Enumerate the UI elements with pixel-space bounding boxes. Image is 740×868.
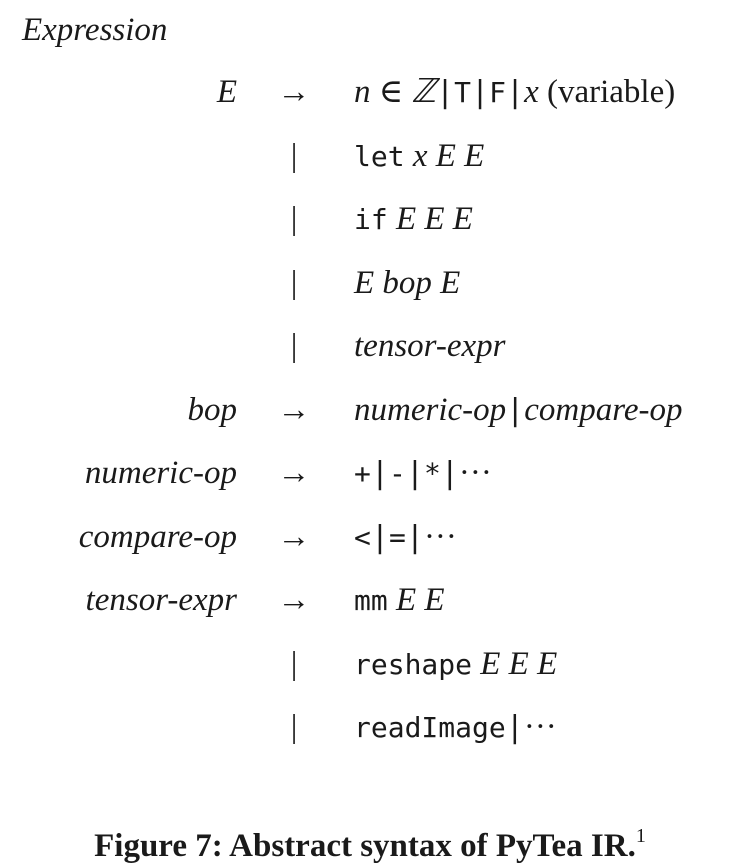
- rhs-token: mm: [354, 584, 388, 617]
- rule-symbol: |: [290, 201, 298, 237]
- rule-rhs: tensor-expr: [354, 322, 505, 370]
- alternative-separator: |: [374, 519, 385, 555]
- grammar-rule: E→n ∈ ℤ|T|F|x (variable): [0, 68, 740, 132]
- alternative-separator: |: [474, 75, 486, 110]
- rule-symbol: →: [277, 455, 311, 491]
- rhs-token: reshape: [354, 647, 473, 681]
- rule-rhs: numeric-op|compare-op: [354, 386, 682, 435]
- footnote-mark: 1: [635, 825, 646, 847]
- rhs-token: compare-op: [524, 391, 683, 428]
- alternative-separator: |: [374, 456, 385, 491]
- caption-text: Figure 7: Abstract syntax of PyTea IR.: [94, 828, 636, 864]
- rule-rhs: E bop E: [354, 259, 460, 307]
- alternative-separator: |: [409, 456, 420, 491]
- rhs-token: let: [354, 139, 405, 173]
- rhs-token: numeric-op: [354, 391, 507, 428]
- rule-symbol: →: [277, 391, 311, 428]
- rhs-token: <: [354, 520, 371, 554]
- grammar-rule: | reshape E E E: [0, 640, 740, 704]
- rule-symbol: →: [277, 518, 311, 555]
- grammar-table: E→n ∈ ℤ|T|F|x (variable)|let x E E|if E …: [0, 68, 740, 767]
- rule-lhs: bop: [187, 391, 238, 428]
- rhs-token: E E E: [472, 645, 558, 682]
- grammar-rule: tensor-expr → mm E E: [0, 576, 740, 640]
- rhs-token: x E E: [404, 137, 485, 174]
- rhs-token: readImage: [354, 711, 506, 744]
- rhs-token: *: [423, 457, 441, 490]
- rule-lhs: E: [216, 74, 237, 110]
- rule-symbol: →: [277, 582, 311, 618]
- alternative-separator: |: [440, 75, 451, 110]
- figure-caption: Figure 7: Abstract syntax of PyTea IR.1: [0, 814, 740, 868]
- rule-symbol: |: [290, 264, 298, 301]
- grammar-rule: | let x E E: [0, 132, 740, 196]
- rhs-token: n ∈ ℤ: [354, 74, 437, 110]
- rhs-token: ···: [523, 709, 557, 745]
- rule-rhs: n ∈ ℤ|T|F|x (variable): [354, 68, 675, 117]
- grammar-rule: | E bop E: [0, 259, 740, 323]
- rule-symbol: |: [290, 137, 298, 174]
- rule-rhs: <|=|···: [354, 513, 457, 562]
- alternative-separator: |: [509, 75, 521, 110]
- grammar-rule: compare-op→<|=|···: [0, 513, 740, 577]
- rule-rhs: let x E E: [354, 132, 484, 181]
- rhs-token: =: [388, 520, 406, 554]
- rhs-token: E E E: [387, 201, 473, 237]
- alternative-separator: |: [509, 710, 520, 745]
- grammar-rule: | if E E E: [0, 195, 740, 259]
- rule-symbol: |: [290, 328, 298, 364]
- rule-rhs: readImage|···: [354, 703, 557, 752]
- grammar-rule: bop → numeric-op|compare-op: [0, 386, 740, 450]
- rule-rhs: mm E E: [354, 576, 445, 625]
- rhs-token: ···: [423, 518, 457, 555]
- rhs-token: T: [454, 76, 471, 109]
- rule-lhs: compare-op: [78, 518, 237, 555]
- section-heading: Expression: [22, 12, 168, 48]
- rhs-token: +: [354, 457, 371, 490]
- rule-symbol: |: [290, 645, 298, 682]
- rule-symbol: |: [290, 709, 298, 745]
- grammar-rule: | tensor-expr: [0, 322, 740, 386]
- rhs-token: tensor-expr: [354, 328, 506, 364]
- rule-rhs: if E E E: [354, 195, 473, 244]
- rhs-token: (variable): [538, 74, 676, 110]
- rhs-token: x: [524, 74, 539, 110]
- rhs-token: ···: [458, 455, 492, 491]
- rule-symbol: →: [277, 74, 311, 110]
- alternative-separator: |: [444, 456, 455, 491]
- rhs-token: E bop E: [354, 264, 461, 301]
- rhs-token: F: [489, 76, 506, 109]
- rhs-token: if: [354, 203, 388, 236]
- alternative-separator: |: [510, 392, 521, 428]
- rule-lhs: tensor-expr: [85, 582, 237, 618]
- alternative-separator: |: [409, 519, 420, 555]
- rule-lhs: numeric-op: [84, 455, 237, 491]
- rhs-token: -: [388, 457, 406, 490]
- rhs-token: E E: [387, 582, 445, 618]
- rule-rhs: reshape E E E: [354, 640, 557, 689]
- rule-rhs: +|-|*|···: [354, 449, 492, 498]
- grammar-rule: |readImage|···: [0, 703, 740, 767]
- grammar-rule: numeric-op→+|-|*|···: [0, 449, 740, 513]
